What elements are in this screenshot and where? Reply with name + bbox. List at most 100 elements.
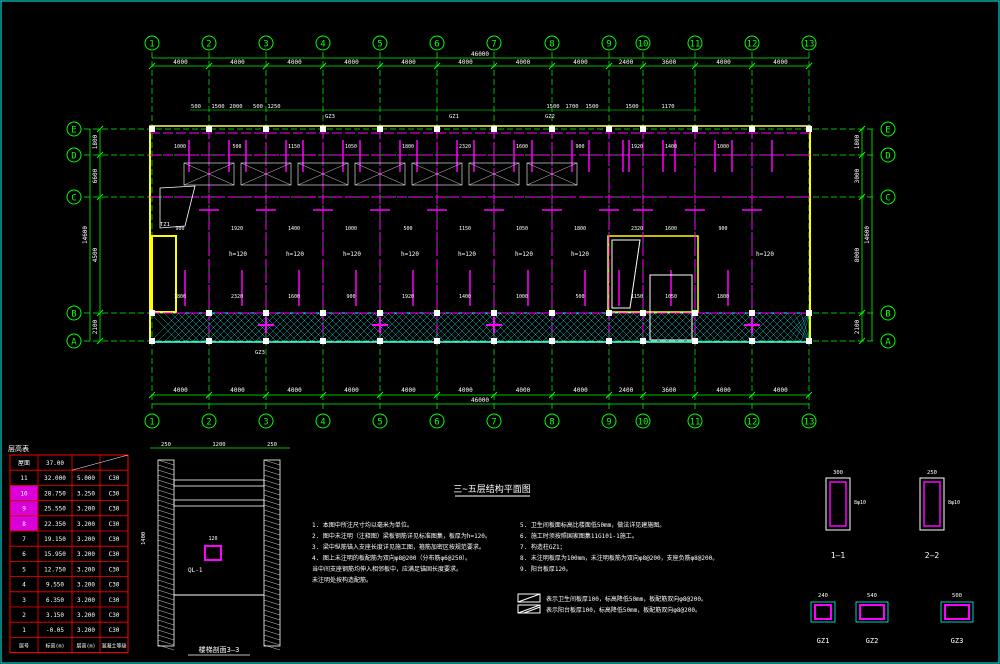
axis-label: 10 [638,418,649,428]
note-line: 3. 梁中纵筋锚入支座长度详见施工图，箍筋加密区按规范要求。 [312,543,485,551]
slab-label: h=120 [229,251,247,258]
axis-bubble [635,35,651,51]
span-dim: 4000 [716,59,731,66]
table-cell: 9 [22,506,26,513]
side-dim: 8000 [854,247,861,262]
slab-label: h=120 [286,251,304,258]
span-dim: 4000 [344,59,359,66]
column-marker [491,126,497,132]
column-marker [806,126,812,132]
axis-bubble [66,189,82,205]
column-marker [434,338,440,344]
table-cell: C30 [109,597,120,604]
note-line: 6. 施工时须按照国家图集11G101-1施工。 [520,532,638,540]
opening-box [411,162,463,186]
axis-bubble [880,147,896,163]
table-cell: 3.200 [77,597,95,604]
beam-label: 1800 [717,294,729,300]
axis-label: 11 [690,418,701,428]
small-dim: 1500 [546,104,559,110]
axis-bubble [258,35,274,51]
opening-box [354,162,406,186]
column-marker [206,310,212,316]
axis-bubble [201,35,217,51]
column-marker [434,310,440,316]
span-dim: 4000 [773,59,788,66]
axis-bubble [486,35,502,51]
stair-flight [611,239,641,309]
total-dim: 46000 [471,397,489,404]
beam-label: 2320 [459,144,471,150]
sec-dim: 250 [267,442,277,448]
small-dim: 1500 [585,104,598,110]
section-dim: 250 [927,470,937,476]
table-title: 层高表 [8,444,29,453]
beam-label: 1000 [516,294,528,300]
table-cell: C30 [109,475,120,482]
column-marker [749,338,755,344]
table-cell: C30 [109,506,120,513]
axis-bubble [880,189,896,205]
axis-bubble [372,35,388,51]
note-line: 当中间支座钢筋均伸入相邻板中，应满足锚固长度要求。 [312,565,462,573]
column-marker [606,310,612,316]
column-tag: GZ3 [255,350,265,356]
column-marker [549,338,555,344]
table-cell: 9.550 [46,582,64,589]
gz-label: GZ1 [817,637,830,645]
axis-bubble [66,305,82,321]
gz-label: GZ3 [951,637,964,645]
table-header: 层高(m) [76,642,95,649]
small-dim: 500 [191,104,201,110]
stair-flight [649,274,693,341]
axis-label: B [885,310,890,320]
note-line: 2. 图中未注明（注释图）梁板钢筋详见标准图集，板厚为h=120。 [312,532,491,540]
note-line: 1. 本图中所注尺寸均以毫米为单位。 [312,521,413,529]
axis-bubble [144,413,160,429]
opening-box [183,162,235,186]
side-total: 14600 [82,226,89,244]
side-dim: 6600 [92,168,99,183]
beam-label: 1800 [574,226,586,232]
axis-label: 7 [491,418,496,428]
opening-box [297,162,349,186]
axis-label: 10 [638,40,649,50]
beam-label: 1000 [345,226,357,232]
table-cell: 37.00 [46,460,64,467]
span-dim: 4000 [458,59,473,66]
axis-bubble [880,333,896,349]
table-cell: 6 [22,551,26,558]
beam-label: 1050 [665,294,677,300]
span-dim: 4000 [230,387,245,394]
column-marker [434,126,440,132]
table-cell: 屋面 [18,460,30,467]
note-line: 4. 图上未注明的板配筋为双向φ8@200（分布筋φ6@250）。 [312,554,471,562]
axis-label: 1 [149,418,154,428]
sec-sub-label: 120 [208,536,217,542]
section-label: 2—2 [925,551,940,560]
section-rebar: 8φ10 [854,500,866,506]
table-cell: 19.150 [44,536,66,543]
span-dim: 4000 [173,59,188,66]
column-marker [263,310,269,316]
legend-swatch-toilet [517,593,541,603]
span-dim: 4000 [573,387,588,394]
span-dim: 4000 [287,59,302,66]
axis-bubble [880,305,896,321]
beam-label: 500 [403,226,412,232]
axis-label: D [71,152,76,162]
table-cell: 32.000 [44,475,66,482]
section-rebar: 8φ10 [948,500,960,506]
axis-bubble [544,413,560,429]
small-dim: 1500 [211,104,224,110]
table-cell: 5.000 [77,475,95,482]
span-dim: 4000 [173,387,188,394]
column-marker [320,126,326,132]
axis-label: D [885,152,890,162]
column-marker [640,338,646,344]
column-marker [263,338,269,344]
table-cell: 8 [22,521,26,528]
axis-label: E [885,126,890,136]
